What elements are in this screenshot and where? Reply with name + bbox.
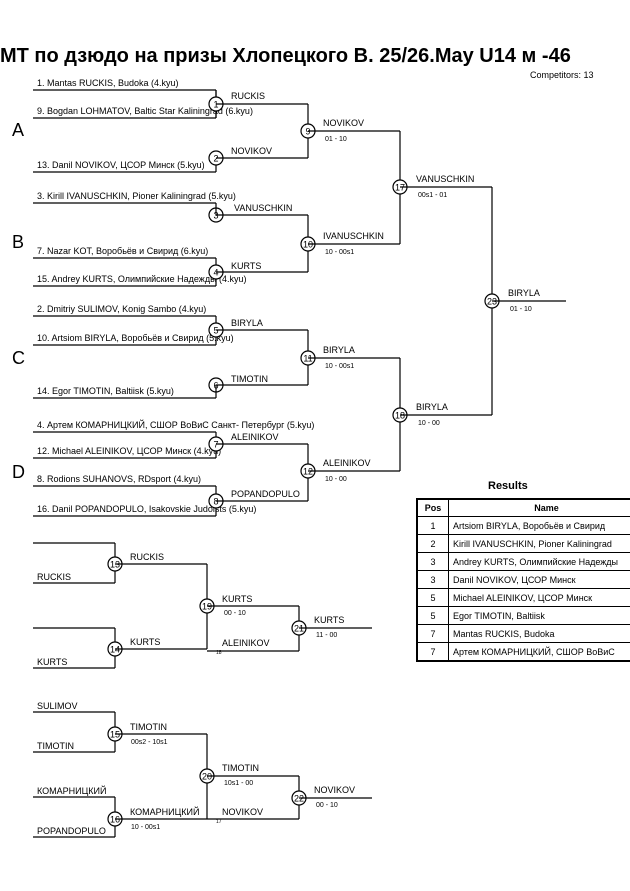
match-winner: KURTS <box>314 615 344 625</box>
match-score: 00s2 - 10s1 <box>131 739 168 746</box>
match-score: 10 - 00 <box>418 420 440 427</box>
results-pos: 2 <box>416 534 449 553</box>
match-score: 10 - 00s1 <box>131 824 160 831</box>
match-score: 10 - 00s1 <box>325 249 354 256</box>
results-pos: 3 <box>416 570 449 589</box>
match-winner: VANUSCHKIN <box>416 174 474 184</box>
results-pos: 5 <box>416 588 449 607</box>
entry-label: 10. Artsiom BIRYLA, Воробьёв и Свирид (5… <box>37 333 234 343</box>
match-winner: BIRYLA <box>416 402 448 412</box>
incoming-name: NOVIKOV <box>222 807 263 817</box>
entry-label: POPANDOPULO <box>37 826 106 836</box>
match-winner: TIMOTIN <box>231 374 268 384</box>
match-winner: BIRYLA <box>323 345 355 355</box>
entry-label: 13. Danil NOVIKOV, ЦСОР Минск (5.kyu) <box>37 160 205 170</box>
match-winner: POPANDOPULO <box>231 489 300 499</box>
entry-label: 12. Michael ALEINIKOV, ЦСОР Минск (4.kyu… <box>37 446 221 456</box>
entry-label: 9. Bogdan LOHMATOV, Baltic Star Kalining… <box>37 106 253 116</box>
match-score: 10s1 - 00 <box>224 780 253 787</box>
results-name: Danil NOVIKOV, ЦСОР Минск <box>448 570 630 589</box>
match-score: 10 - 00s1 <box>325 363 354 370</box>
match-score: 01 - 10 <box>325 136 347 143</box>
match-winner: КОМАРНИЦКИЙ <box>130 806 199 817</box>
incoming-name: ALEINIKOV <box>222 638 270 648</box>
results-header-pos: Pos <box>416 498 449 517</box>
pool-b-label: B <box>12 232 25 252</box>
match-score: 00s1 - 01 <box>418 192 447 199</box>
entry-label: 3. Kirill IVANUSCHKIN, Pioner Kaliningra… <box>37 191 236 201</box>
match-winner: ALEINIKOV <box>323 458 371 468</box>
match-winner: TIMOTIN <box>130 722 167 732</box>
match-score: 00 - 10 <box>224 610 246 617</box>
results-pos: 7 <box>416 642 449 662</box>
results-name: Kirill IVANUSCHKIN, Pioner Kaliningrad <box>448 534 630 553</box>
results-name: Michael ALEINIKOV, ЦСОР Минск <box>448 588 630 607</box>
results-pos: 1 <box>416 516 449 535</box>
match-winner: ALEINIKOV <box>231 432 279 442</box>
pool-c-label: C <box>12 348 25 368</box>
match-winner: TIMOTIN <box>222 763 259 773</box>
pool-d-label: D <box>12 462 25 482</box>
pool-a-label: A <box>12 120 25 140</box>
match-winner: IVANUSCHKIN <box>323 231 384 241</box>
entry-label: 15. Andrey KURTS, Олимпийские Надежды (4… <box>37 274 247 284</box>
match-score: 11 - 00 <box>316 632 337 639</box>
results-name: Egor TIMOTIN, Baltiisk <box>448 606 630 625</box>
match-winner: KURTS <box>231 261 261 271</box>
results-pos: 5 <box>416 606 449 625</box>
entry-label: 16. Danil POPANDOPULO, Isakovskie Judois… <box>37 504 256 514</box>
entry-label: 7. Nazar KOT, Воробьёв и Свирид (6.kyu) <box>37 246 208 256</box>
incoming-ref: 17 <box>216 819 222 825</box>
incoming-ref: 18 <box>216 650 222 656</box>
results-name: Артем КОМАРНИЦКИЙ, СШОР ВоВиС <box>448 642 630 662</box>
results-title: Results <box>488 480 528 492</box>
entry-label: 8. Rodions SUHANOVS, RDsport (4.kyu) <box>37 474 201 484</box>
results-header-name: Name <box>448 498 630 517</box>
entry-label: SULIMOV <box>37 701 78 711</box>
results-pos: 3 <box>416 552 449 571</box>
match-score: 10 - 00 <box>325 476 347 483</box>
match-winner: VANUSCHKIN <box>234 203 292 213</box>
match-winner: NOVIKOV <box>323 118 364 128</box>
competitors-count: Competitors: 13 <box>530 70 594 80</box>
match-score: 01 - 10 <box>510 306 532 313</box>
entry-label: RUCKIS <box>37 572 71 582</box>
match-winner: BIRYLA <box>231 318 263 328</box>
results-name: Artsiom BIRYLA, Воробьёв и Свирид <box>448 516 630 535</box>
results-name: Mantas RUCKIS, Budoka <box>448 624 630 643</box>
entry-label: 4. Артем КОМАРНИЦКИЙ, СШОР ВоВиС Санкт- … <box>37 419 314 430</box>
entry-label: 1. Mantas RUCKIS, Budoka (4.kyu) <box>37 78 179 88</box>
match-winner: KURTS <box>222 594 252 604</box>
match-score: 00 - 10 <box>316 802 338 809</box>
match-winner: RUCKIS <box>231 91 265 101</box>
entry-label: TIMOTIN <box>37 741 74 751</box>
match-winner: KURTS <box>130 637 160 647</box>
results-pos: 7 <box>416 624 449 643</box>
entry-label: 2. Dmitriy SULIMOV, Konig Sambo (4.kyu) <box>37 304 206 314</box>
page-title: MT по дзюдо на призы Хлопецкого В. 25/26… <box>0 45 571 67</box>
results-name: Andrey KURTS, Олимпийские Надежды <box>448 552 630 571</box>
match-winner: RUCKIS <box>130 552 164 562</box>
match-winner: NOVIKOV <box>314 785 355 795</box>
entry-label: КОМАРНИЦКИЙ <box>37 785 106 796</box>
entry-label: KURTS <box>37 657 67 667</box>
match-winner: BIRYLA <box>508 288 540 298</box>
match-winner: NOVIKOV <box>231 146 272 156</box>
entry-label: 14. Egor TIMOTIN, Baltiisk (5.kyu) <box>37 386 174 396</box>
